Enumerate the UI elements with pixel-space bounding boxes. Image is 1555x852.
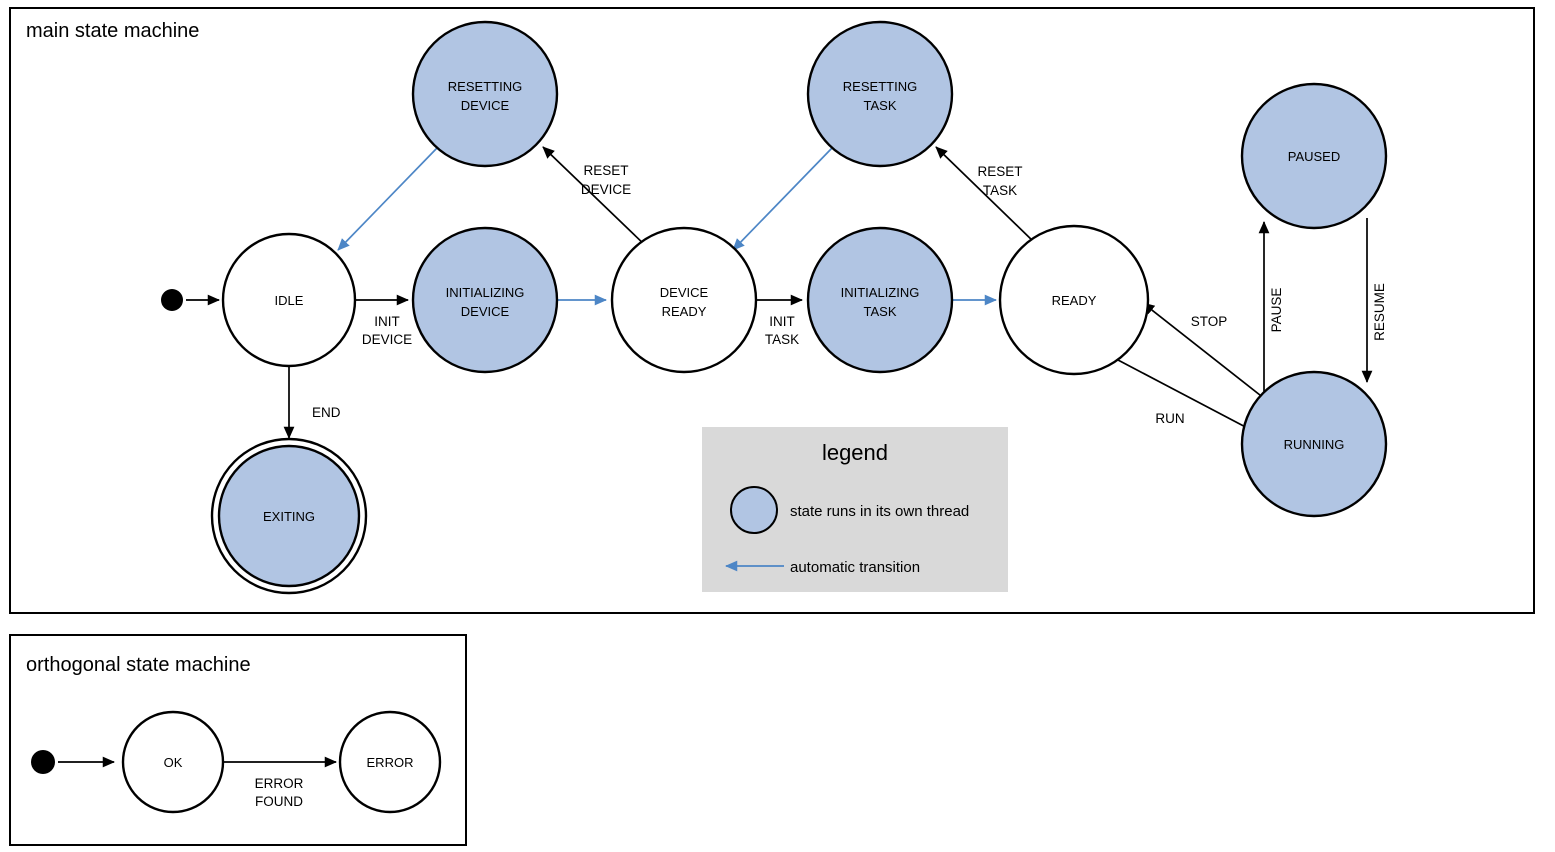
edge-label-init-task-line2: TASK [765,332,799,347]
legend-item-label-thread-state: state runs in its own thread [790,503,969,520]
edge-label-init-device-line2: DEVICE [362,332,412,347]
edge-device-ready-to-resetting-device [542,146,649,249]
state-initializing-device[interactable] [411,226,559,374]
state-resetting-device[interactable] [411,20,559,168]
state-label-resetting-device-line2: DEVICE [461,98,510,113]
state-label-resetting-task-line2: TASK [864,98,897,113]
state-label-ok: OK [164,755,183,770]
edge-label-reset-device-line2: DEVICE [581,182,631,197]
state-error[interactable] [338,710,442,814]
state-label-paused: PAUSED [1288,149,1341,164]
initial-pseudostate-main [161,289,183,311]
initial-pseudostate-orthogonal [31,750,55,774]
state-paused[interactable] [1240,82,1388,230]
edge-label-error-found-line2: FOUND [255,794,303,809]
edge-label-end: END [312,405,341,420]
edge-label-reset-device-line1: RESET [583,163,628,178]
state-ready[interactable] [998,224,1150,376]
legend-thread-state-swatch [730,486,778,534]
state-label-idle: IDLE [275,293,304,308]
state-idle[interactable] [221,232,357,368]
edge-label-resume: RESUME [1372,283,1387,341]
state-label-resetting-task-line1: RESETTING [843,79,917,94]
state-label-exiting: EXITING [263,509,315,524]
edge-resetting-task-to-device-ready [732,147,833,251]
state-label-device-ready-line2: READY [662,304,707,319]
state-label-initializing-task-line1: INITIALIZING [841,285,920,300]
state-label-resetting-device-line1: RESETTING [448,79,522,94]
state-label-initializing-device-line1: INITIALIZING [446,285,525,300]
main-state-machine-title: main state machine [26,20,199,42]
state-running[interactable] [1240,370,1388,518]
edge-label-error-found-line1: ERROR [255,776,304,791]
state-label-device-ready-line1: DEVICE [660,285,709,300]
edge-label-pause: PAUSE [1269,288,1284,333]
edge-label-init-device-line1: INIT [374,314,400,329]
state-label-initializing-task-line2: TASK [864,304,897,319]
legend-title: legend [822,440,888,465]
edge-running-to-ready [1142,302,1266,400]
state-resetting-task[interactable] [806,20,954,168]
edge-resetting-device-to-idle [337,147,438,251]
edge-label-run: RUN [1155,411,1184,426]
state-label-running: RUNNING [1284,437,1345,452]
state-initializing-task[interactable] [806,226,954,374]
edge-label-reset-task-line1: RESET [977,164,1022,179]
edge-label-stop: STOP [1191,314,1228,329]
legend-item-label-automatic-transition: automatic transition [790,559,920,576]
state-label-initializing-device-line2: DEVICE [461,304,510,319]
edge-label-init-task-line1: INIT [769,314,795,329]
state-device-ready[interactable] [610,226,758,374]
edge-label-reset-task-line2: TASK [983,183,1017,198]
state-label-ready: READY [1052,293,1097,308]
orthogonal-state-machine-title: orthogonal state machine [26,654,251,676]
state-label-error: ERROR [367,755,414,770]
edge-ready-to-resetting-task [935,146,1037,245]
state-ok[interactable] [121,710,225,814]
state-exiting[interactable] [217,444,361,588]
edge-ready-to-running [1117,359,1256,433]
